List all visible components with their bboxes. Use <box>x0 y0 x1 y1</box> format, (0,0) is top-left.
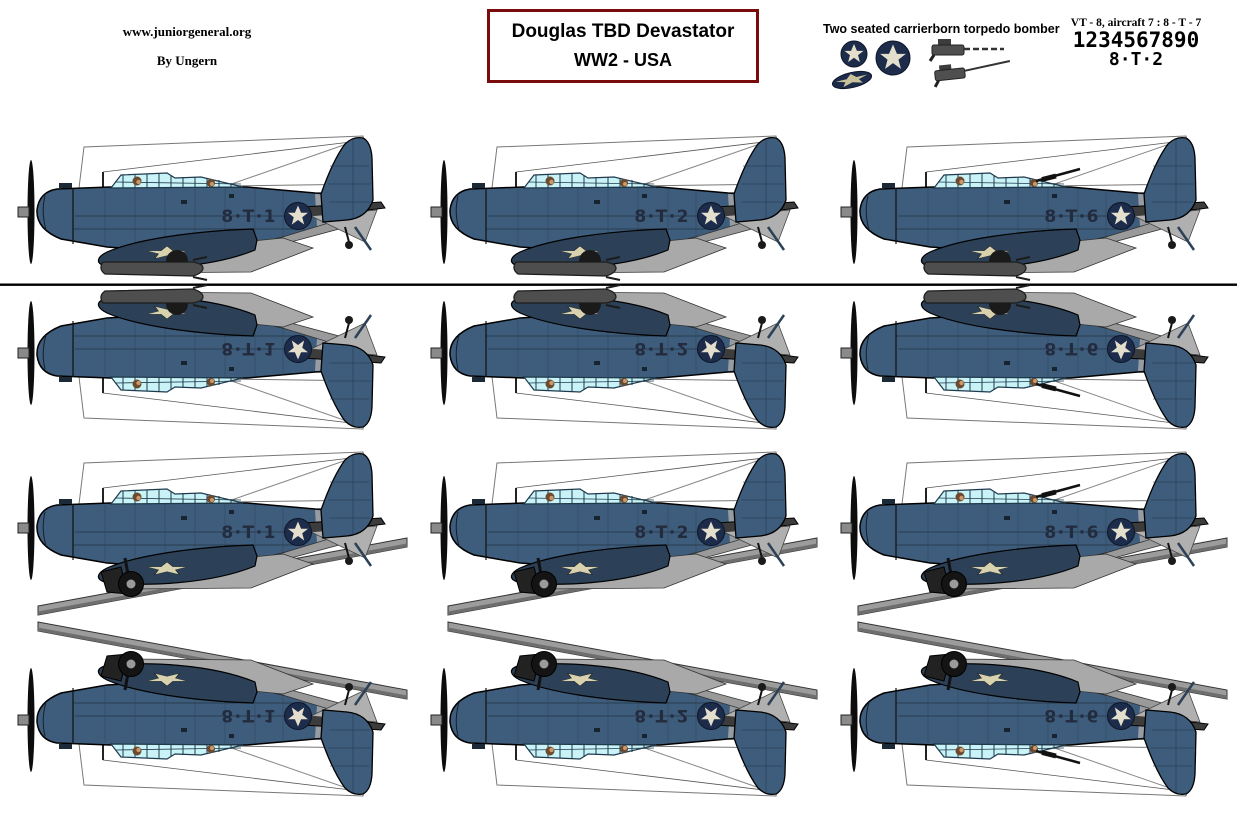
aircraft-code: 8·T·2 <box>634 338 690 358</box>
machine-gun-icon <box>933 60 1011 88</box>
sheet-title: Douglas TBD Devastator <box>511 21 735 42</box>
aircraft-code: 8·T·1 <box>221 207 277 227</box>
aircraft-row1-col1: 8·T·1 <box>18 136 385 281</box>
aircraft-code: 8·T·1 <box>221 705 277 725</box>
machine-gun-icon <box>928 39 1004 62</box>
aircraft-row2-col1: 8·T·1 <box>18 284 385 429</box>
author-line: By Ungern <box>156 53 218 68</box>
aircraft-code: 8·T·1 <box>221 523 277 543</box>
aircraft-row4-col3: 8·T·6 <box>841 650 1208 797</box>
aircraft-row3-col2: 8·T·2 <box>431 452 798 598</box>
aircraft-code: 8·T·6 <box>1044 523 1100 543</box>
credit-block: www.juniorgeneral.org By Ungern <box>112 24 262 69</box>
aircraft-code: 8·T·2 <box>634 207 690 227</box>
squadron-id-block: VT - 8, aircraft 7 : 8 - T - 7 123456789… <box>1058 17 1214 70</box>
stencil-digits: 1234567890 <box>1072 28 1200 52</box>
aircraft-row2-col2: 8·T·2 <box>431 284 798 429</box>
sheet-subtitle: WW2 - USA <box>574 50 672 70</box>
aircraft-code: 8·T·2 <box>634 523 690 543</box>
aircraft-row4-col2: 8·T·2 <box>431 650 798 797</box>
aircraft-row2-col3: 8·T·6 <box>841 284 1208 429</box>
stencil-code: 8·T·2 <box>1108 49 1164 70</box>
roundel-large-icon <box>875 40 911 76</box>
aircraft-row1-col2: 8·T·2 <box>431 136 798 281</box>
aircraft-code: 8·T·6 <box>1044 207 1100 227</box>
aircraft-row3-col1: 8·T·1 <box>18 452 385 598</box>
title-box: Douglas TBD Devastator WW2 - USA <box>487 9 759 83</box>
aircraft-code: 8·T·1 <box>221 338 277 358</box>
spec-text: Two seated carrierborn torpedo bomber <box>823 22 1060 36</box>
aircraft-code: 8·T·2 <box>634 705 690 725</box>
aircraft-row1-col3: 8·T·6 <box>841 136 1208 281</box>
aircraft-code: 8·T·6 <box>1044 338 1100 358</box>
roundel-small-icon <box>840 40 868 68</box>
roundel-tilted-icon <box>831 70 873 90</box>
aircraft-row3-col3: 8·T·6 <box>841 452 1208 598</box>
aircraft-code: 8·T·6 <box>1044 705 1100 725</box>
squadron-line: VT - 8, aircraft 7 : 8 - T - 7 <box>1070 17 1202 29</box>
site-url: www.juniorgeneral.org <box>122 24 252 39</box>
aircraft-row4-col1: 8·T·1 <box>18 650 385 797</box>
insignia-and-gun-icons <box>831 39 1011 90</box>
